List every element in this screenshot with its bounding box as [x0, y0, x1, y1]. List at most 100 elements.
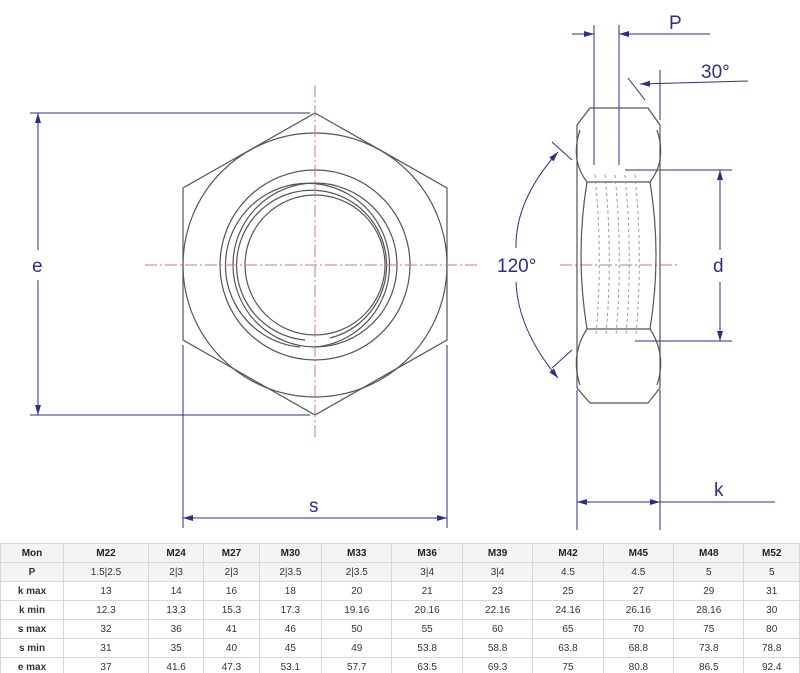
header-cell: M33	[321, 543, 393, 563]
table-cell: 58.8	[461, 638, 534, 658]
header-cell: M36	[391, 543, 463, 563]
header-cell: Mon	[0, 543, 64, 563]
table-cell: 28.16	[673, 600, 745, 620]
table-cell: 5	[673, 562, 745, 582]
table-cell: 78.8	[743, 638, 800, 658]
table-cell: 55	[391, 619, 463, 639]
label-p: P	[669, 13, 682, 34]
table-cell: 30	[743, 600, 800, 620]
row-label: s min	[0, 638, 64, 658]
table-cell: 29	[673, 581, 745, 601]
label-d: d	[713, 256, 724, 277]
table-cell: 60	[461, 619, 534, 639]
table-cell: 41.6	[147, 657, 205, 673]
table-cell: 45	[258, 638, 323, 658]
row-label: k min	[0, 600, 64, 620]
label-120-deg: 120°	[497, 256, 536, 277]
table-cell: 70	[602, 619, 675, 639]
table-cell: 49	[321, 638, 393, 658]
side-view	[575, 107, 662, 404]
table-cell: 69.3	[461, 657, 534, 673]
table-header-row: Mon M22 M24 M27 M30 M33 M36 M39 M42 M45 …	[0, 543, 800, 563]
table-cell: 2|3	[147, 562, 205, 582]
table-cell: 1.5|2.5	[63, 562, 149, 582]
header-cell: M39	[461, 543, 534, 563]
table-cell: 22.16	[461, 600, 534, 620]
table-cell: 14	[147, 581, 205, 601]
table-cell: 21	[391, 581, 463, 601]
table-cell: 63.8	[532, 638, 604, 658]
table-cell: 32	[63, 619, 149, 639]
table-cell: 75	[532, 657, 604, 673]
table-cell: 2|3	[203, 562, 260, 582]
table-cell: 15.3	[203, 600, 260, 620]
header-cell: M45	[602, 543, 675, 563]
table-cell: 4.5	[532, 562, 604, 582]
table-cell: 26.16	[602, 600, 675, 620]
header-cell: M48	[673, 543, 745, 563]
table-cell: 73.8	[673, 638, 745, 658]
table-cell: 19.16	[321, 600, 393, 620]
table-cell: 36	[147, 619, 205, 639]
technical-drawing: e s P 30° 120° d k	[30, 13, 775, 530]
header-cell: M22	[63, 543, 149, 563]
table-cell: 80	[743, 619, 800, 639]
table-cell: 5	[743, 562, 800, 582]
dimension-table: Mon M22 M24 M27 M30 M33 M36 M39 M42 M45 …	[0, 543, 800, 673]
table-cell: 86.5	[673, 657, 745, 673]
label-e: e	[32, 256, 43, 277]
table-cell: 92.4	[743, 657, 800, 673]
table-cell: 41	[203, 619, 260, 639]
table-cell: 31	[743, 581, 800, 601]
header-cell: M27	[203, 543, 260, 563]
row-label: e max	[0, 657, 64, 673]
table-cell: 3|4	[391, 562, 463, 582]
header-cell: M30	[258, 543, 323, 563]
table-cell: 24.16	[532, 600, 604, 620]
thread-spiral	[224, 182, 391, 348]
table-cell: 18	[258, 581, 323, 601]
header-cell: M52	[743, 543, 800, 563]
table-cell: 35	[147, 638, 205, 658]
row-label: s max	[0, 619, 64, 639]
label-s: s	[309, 496, 319, 517]
table-cell: 31	[63, 638, 149, 658]
label-30-deg: 30°	[701, 62, 730, 83]
table-cell: 20	[321, 581, 393, 601]
table-cell: 16	[203, 581, 260, 601]
table-cell: 13	[63, 581, 149, 601]
table-cell: 63.5	[391, 657, 463, 673]
table-cell: 20.16	[391, 600, 463, 620]
table-cell: 47.3	[203, 657, 260, 673]
header-cell: M24	[147, 543, 205, 563]
table-cell: 23	[461, 581, 534, 601]
row-label: k max	[0, 581, 64, 601]
table-cell: 75	[673, 619, 745, 639]
table-cell: 3|4	[461, 562, 534, 582]
table-cell: 53.1	[258, 657, 323, 673]
row-label: P	[0, 562, 64, 582]
table-cell: 46	[258, 619, 323, 639]
label-k: k	[714, 480, 724, 501]
table-cell: 13.3	[147, 600, 205, 620]
table-cell: 25	[532, 581, 604, 601]
table-cell: 2|3.5	[321, 562, 393, 582]
table-cell: 17.3	[258, 600, 323, 620]
table-cell: 80.8	[602, 657, 675, 673]
dimensions	[30, 25, 775, 530]
table-cell: 27	[602, 581, 675, 601]
table-cell: 68.8	[602, 638, 675, 658]
table-cell: 53.8	[391, 638, 463, 658]
table-cell: 37	[63, 657, 149, 673]
table-cell: 4.5	[602, 562, 675, 582]
table-cell: 65	[532, 619, 604, 639]
table-cell: 2|3.5	[258, 562, 323, 582]
table-cell: 12.3	[63, 600, 149, 620]
